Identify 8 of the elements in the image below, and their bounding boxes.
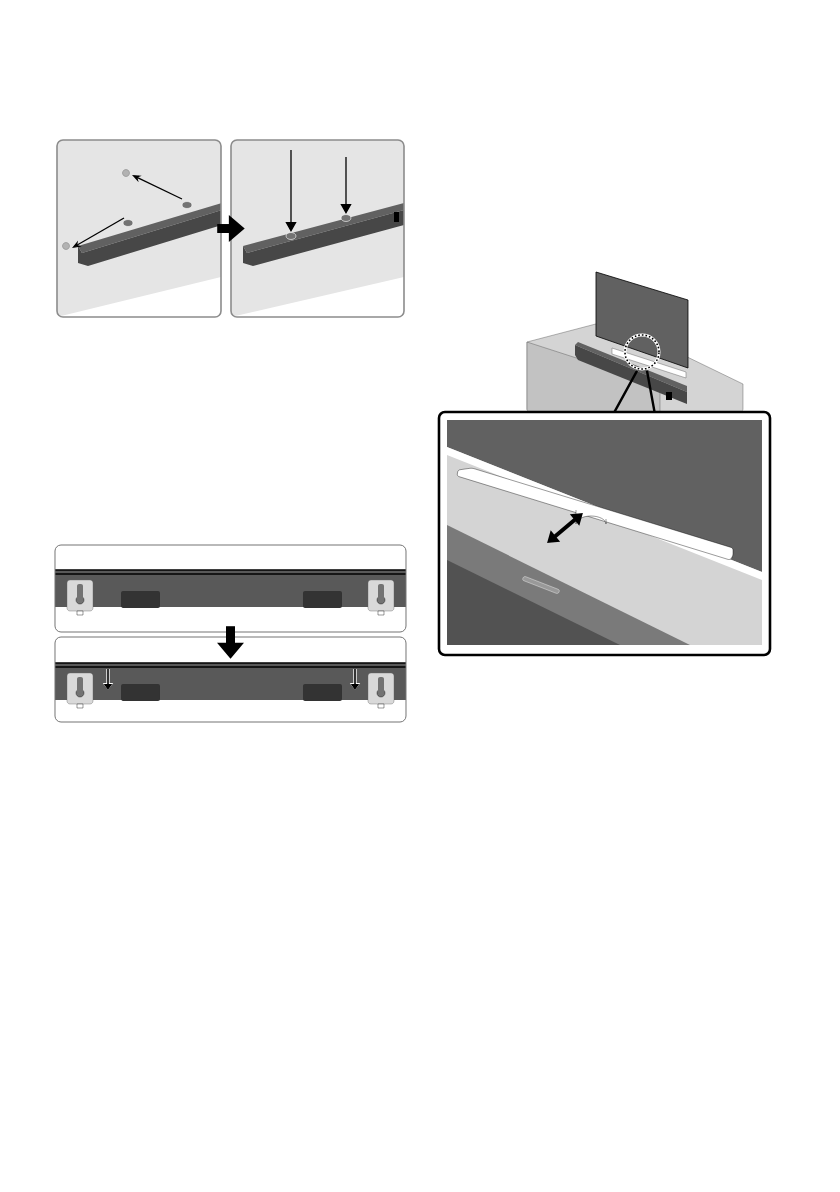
arrow [613,369,656,413]
tv-setup-drawing [526,271,744,412]
bracket-drawing [54,544,407,633]
wall-mount-drawing [56,139,222,318]
zoom-drawing [437,410,772,657]
bracket-drawing [54,636,407,723]
dotted-circle [623,333,661,371]
wall-mount-drawing [230,139,405,318]
